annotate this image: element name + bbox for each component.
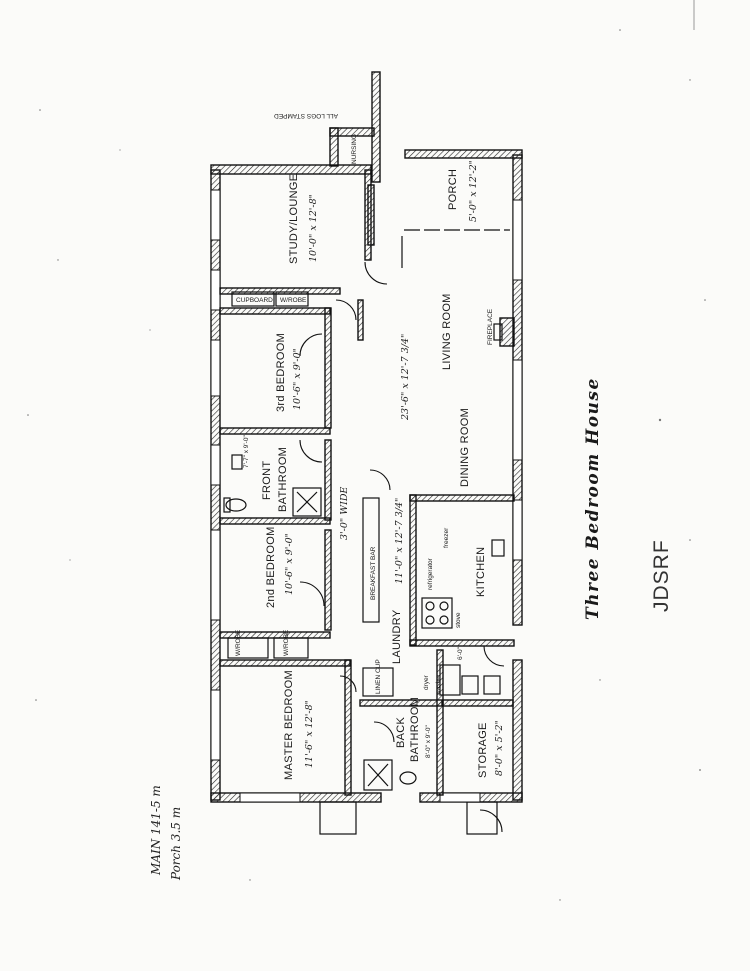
room-living-name: LIVING ROOM [441, 293, 453, 370]
room-labels: STUDY/LOUNGE 10'-0" x 12'-8" PORCH 5'-0"… [243, 160, 505, 780]
room-storage-name: STORAGE [477, 722, 489, 778]
room-bed3-name: 3rd BEDROOM [275, 333, 287, 412]
handwritten-note-line2: Porch 3.5 m [169, 807, 183, 881]
room-bed2-dims: 10'-6" x 9'-0" [284, 533, 295, 595]
breakfast-bar-label: BREAKFAST BAR [370, 546, 377, 600]
room-laundry-name: LAUNDRY [391, 609, 403, 664]
room-back-bath-line1: BACK [395, 716, 407, 748]
room-back-bath-dims: 8'-0" x 9'-0" [425, 725, 432, 758]
linen-cupboard-label: LINEN CUP [375, 659, 382, 694]
room-kitchen-name: KITCHEN [475, 547, 487, 597]
room-porch-dims: 5'-0" x 12'-2" [468, 160, 479, 222]
room-front-bath-line1: FRONT [261, 461, 273, 500]
room-master-dims: 11'-6" x 12'-8" [304, 700, 315, 768]
room-study-dims: 10'-0" x 12'-8" [308, 194, 319, 262]
room-master-name: MASTER BEDROOM [283, 670, 295, 780]
room-storage-dims: 8'-0" x 5'-2" [494, 720, 505, 776]
room-back-bath-line2: BATHROOM [409, 697, 421, 762]
wrobe-label-c: W/ROBE [283, 629, 290, 656]
stove-label: stove [455, 612, 462, 628]
room-front-bath-line2: BATHROOM [277, 447, 289, 512]
handwritten-note-line1: MAIN 141-5 m [149, 785, 163, 876]
doors [299, 236, 505, 833]
hall-width-label: 3'-0" WIDE [339, 487, 350, 540]
interior-walls [219, 169, 515, 796]
room-kitchen-dims: 11'-0" x 12'-7 3/4" [394, 498, 405, 584]
fixtures [223, 454, 505, 791]
nursing-label: NURSING [351, 134, 358, 164]
cupboard-label: CUPBOARD [236, 297, 273, 304]
stamp-mark: JDSRF [650, 539, 673, 612]
top-note: ALL LOGS STAMPED [274, 112, 338, 119]
refrigerator-label: refrigerator [427, 557, 434, 590]
room-front-bath-dims: 7'-7" x 9'-0" [243, 435, 250, 468]
wrobe-label-a: W/ROBE [280, 297, 307, 304]
room-bed2-name: 2nd BEDROOM [265, 526, 277, 608]
closet-labels: CUPBOARD W/ROBE W/ROBE W/ROBE LINEN CUP … [227, 134, 394, 697]
freezer-label: freezer [443, 527, 450, 548]
room-bed3-dims: 10'-6" x 9'-0" [292, 348, 303, 410]
room-porch-name: PORCH [447, 169, 459, 210]
room-living-dims: 23'-6" x 12'-7 3/4" [400, 334, 411, 421]
room-study-name: STUDY/LOUNGE [288, 174, 300, 264]
dryer-label: dryer [423, 674, 430, 690]
scan-noise [27, 29, 706, 901]
plan-title: Three Bedroom House [583, 377, 603, 620]
washer-label: washer [435, 673, 442, 696]
room-dining-name: DINING ROOM [459, 408, 471, 487]
fireplace-label: FIREPLACE [487, 308, 494, 345]
laundry-dims: 6'-0" [457, 646, 464, 660]
wrobe-label-b: W/ROBE [235, 629, 242, 656]
